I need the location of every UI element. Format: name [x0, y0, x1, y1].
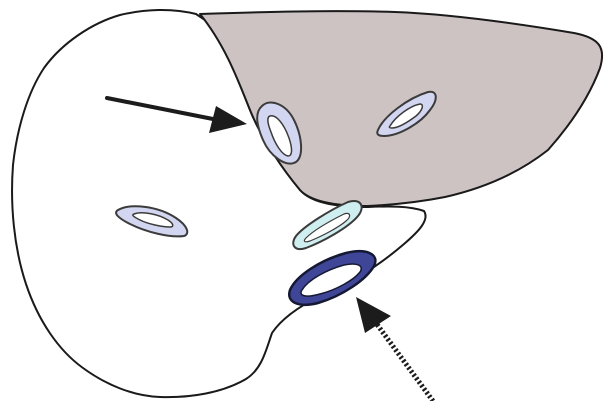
liver-diagram: [0, 0, 606, 401]
